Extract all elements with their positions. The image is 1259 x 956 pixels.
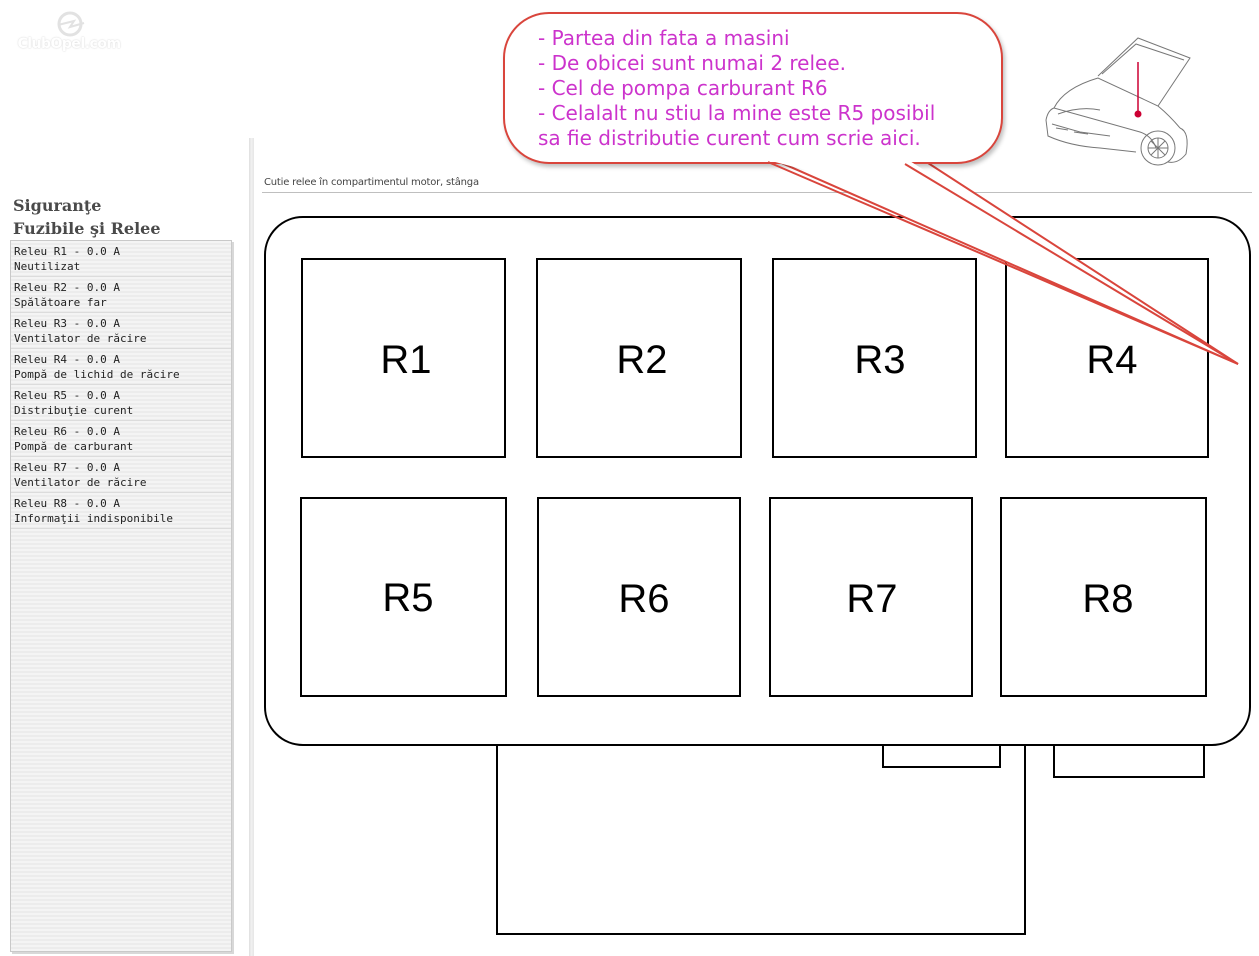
relay-item-rating: Releu R8 - 0.0 A [14,497,120,510]
relay-label-r6: R6 [618,577,669,621]
relay-item-function: Distribuţie curent [14,404,134,417]
clubopel-logo: ClubOpel.com [14,10,124,58]
location-marker [1134,110,1142,118]
relay-item-rating: Releu R6 - 0.0 A [14,425,120,438]
relay-slot-r1[interactable] [301,258,506,458]
relay-item-function: Ventilator de răcire [14,332,147,345]
car-illustration [1040,36,1200,176]
relay-label-r4: R4 [1086,338,1137,382]
relay-slot-r8[interactable] [1000,497,1207,697]
relay-list-item-r4[interactable]: Releu R4 - 0.0 A Pompă de lichid de răci… [11,349,231,385]
relay-item-function: Informaţii indisponibile [14,512,173,525]
callout-line-2: - De obicei sunt numai 2 relee. [538,51,847,75]
relay-list-item-r7[interactable]: Releu R7 - 0.0 A Ventilator de răcire [11,457,231,493]
relay-label-r3: R3 [854,338,905,382]
sidebar-title-line1: Siguranţe [13,196,102,215]
relay-list: Releu R1 - 0.0 A Neutilizat Releu R2 - 0… [10,240,232,952]
relay-item-rating: Releu R4 - 0.0 A [14,353,120,366]
vertical-divider [249,138,254,956]
relay-list-item-r5[interactable]: Releu R5 - 0.0 A Distribuţie curent [11,385,231,421]
relay-label-r7: R7 [846,577,897,621]
relay-label-r5: R5 [382,576,433,620]
callout-line-1: - Partea din fata a masini [538,26,790,50]
relay-list-item-r2[interactable]: Releu R2 - 0.0 A Spălătoare far [11,277,231,313]
relay-item-rating: Releu R1 - 0.0 A [14,245,120,258]
relay-slot-r3[interactable] [772,258,977,458]
relay-item-rating: Releu R5 - 0.0 A [14,389,120,402]
relay-item-rating: Releu R3 - 0.0 A [14,317,120,330]
relay-item-function: Pompă de lichid de răcire [14,368,180,381]
callout-bubble [503,12,1003,164]
relay-label-r1: R1 [380,338,431,382]
relay-list-item-r6[interactable]: Releu R6 - 0.0 A Pompă de carburant [11,421,231,457]
relay-item-function: Spălătoare far [14,296,107,309]
relay-label-r2: R2 [616,338,667,382]
relay-item-function: Ventilator de răcire [14,476,147,489]
callout-line-3: - Cel de pompa carburant R6 [538,76,828,100]
callout-line-5: sa fie distributie curent cum scrie aici… [538,126,921,150]
relay-slot-r7[interactable] [769,497,973,697]
relay-item-rating: Releu R7 - 0.0 A [14,461,120,474]
relay-item-function: Neutilizat [14,260,81,273]
logo-text: ClubOpel.com [17,36,121,52]
relay-list-item-r1[interactable]: Releu R1 - 0.0 A Neutilizat [11,241,231,277]
relay-slot-r2[interactable] [536,258,742,458]
callout-line-4: - Celalalt nu stiu la mine este R5 posib… [538,101,936,125]
relay-item-function: Pompă de carburant [14,440,134,453]
callout-text: - Partea din fata a masini - De obicei s… [538,26,998,151]
car-front-hood-open-icon [1045,37,1191,166]
diagram-caption: Cutie relee în compartimentul motor, stâ… [264,177,479,188]
relay-slot-r5[interactable] [300,497,507,697]
relay-label-r8: R8 [1082,577,1133,621]
sidebar-title-line2: Fuzibile şi Relee [13,219,161,238]
opel-logo-icon [57,11,85,37]
relay-item-rating: Releu R2 - 0.0 A [14,281,120,294]
relay-list-item-r3[interactable]: Releu R3 - 0.0 A Ventilator de răcire [11,313,231,349]
sidebar-title: Siguranţe Fuzibile şi Relee [13,194,233,240]
relay-list-item-r8[interactable]: Releu R8 - 0.0 A Informaţii indisponibil… [11,493,231,529]
relay-slot-r6[interactable] [537,497,741,697]
caption-divider [262,192,1252,193]
